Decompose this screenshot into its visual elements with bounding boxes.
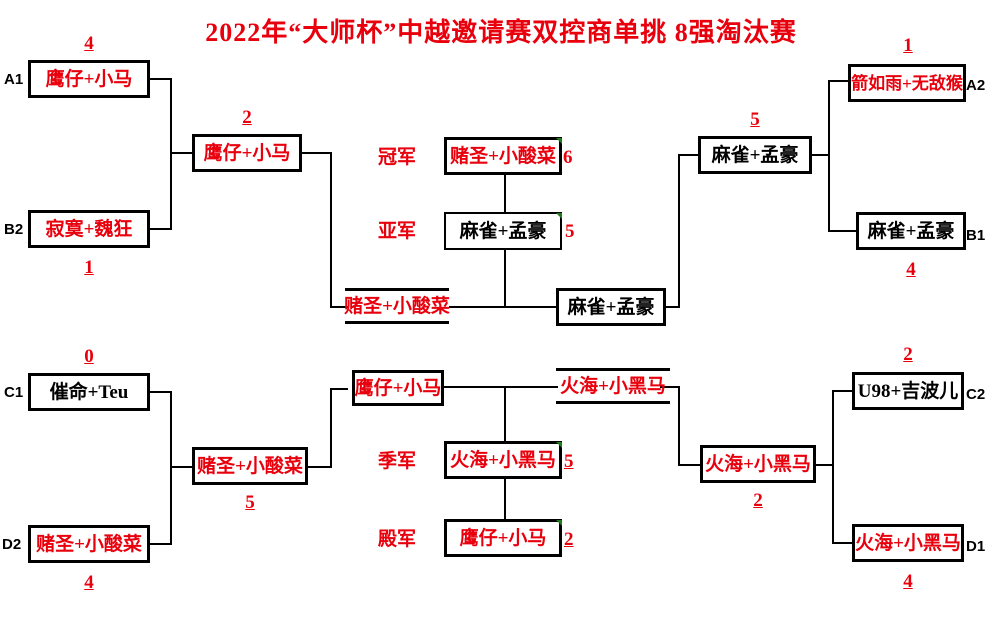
corner-marker-icon-runner-up [556,213,562,219]
connector-right-r2-top-vertical [678,154,680,306]
connector-b2-out [150,228,172,230]
connector-left-r2-top-out [302,152,332,154]
result-box-champion[interactable]: 赌圣+小酸菜 [444,137,562,175]
seed-code-c2: C2 [966,386,986,403]
team-box-left-r2-top[interactable]: 鹰仔+小马 [192,134,302,172]
score-right-r2-bottom: 2 [753,490,763,511]
score-a1: 4 [84,33,94,54]
rank-label-runner-up: 亚军 [378,221,417,242]
connector-left-r2-bottom-vertical [330,388,332,468]
connector-c1-out [150,391,172,393]
result-score-champion: 6 [563,147,573,168]
connector-cd-to-r2 [170,466,194,468]
seed-code-d2: D2 [2,536,22,553]
connector-a2-in [828,80,850,82]
connector-a2b1-to-r2 [812,154,830,156]
team-box-b2[interactable]: 寂寞+魏狂 [28,210,150,248]
score-b1: 4 [906,259,916,280]
score-d2: 4 [84,572,94,593]
connector-c2-in [832,390,854,392]
connector-right-semifinal-bottom-in [660,386,680,388]
connector-c2d1-to-r2 [816,464,834,466]
connector-a2b1-vertical [828,80,830,232]
score-d1: 4 [903,571,913,592]
seed-code-a1: A1 [4,71,24,88]
connector-cd-vertical [170,391,172,545]
score-a2: 1 [903,35,913,56]
connector-d2-out [150,543,172,545]
result-score-fourth: 2 [564,529,574,550]
rank-label-champion: 冠军 [378,147,417,168]
team-box-c2[interactable]: U98+吉波儿 [852,372,964,410]
team-box-d1[interactable]: 火海+小黑马 [852,524,964,562]
connector-left-r2-bottom-out [308,466,332,468]
connector-ab-vertical [170,78,172,230]
page-title: 2022年“大师杯”中越邀请赛双控商单挑 8强淘汰赛 [205,18,797,47]
result-box-runner-up[interactable]: 麻雀+孟豪 [444,212,562,250]
rank-label-fourth: 殿军 [378,529,417,550]
team-box-d2[interactable]: 赌圣+小酸菜 [28,525,150,563]
corner-marker-icon-champion [556,138,562,144]
result-box-fourth[interactable]: 鹰仔+小马 [444,519,562,557]
seed-code-c1: C1 [4,384,24,401]
team-box-right-semifinal-top[interactable]: 麻雀+孟豪 [556,288,666,326]
connector-semifinal-bottom-rail [444,386,558,388]
connector-a1-out [150,78,172,80]
team-box-left-r2-bottom[interactable]: 赌圣+小酸菜 [192,447,308,485]
team-box-c1[interactable]: 催命+Teu [28,373,150,411]
connector-right-r2-bottom-out [678,464,702,466]
connector-b1-in [828,230,858,232]
connector-right-r2-bottom-vertical [678,386,680,466]
team-box-right-r2-top[interactable]: 麻雀+孟豪 [698,136,812,174]
connector-semifinal-top-rail [449,306,557,308]
team-box-b1[interactable]: 麻雀+孟豪 [856,212,966,250]
team-box-right-r2-bottom[interactable]: 火海+小黑马 [700,445,816,483]
result-box-third[interactable]: 火海+小黑马 [444,441,562,479]
rank-label-third: 季军 [378,451,417,472]
score-b2: 1 [84,257,94,278]
seed-code-b1: B1 [966,227,986,244]
team-box-right-semifinal-bottom[interactable]: 火海+小黑马 [556,368,670,404]
team-box-a1[interactable]: 鹰仔+小马 [28,60,150,98]
connector-left-semifinal-top-in [330,306,348,308]
score-right-r2-top: 5 [750,109,760,130]
score-left-r2-top: 2 [242,107,252,128]
result-score-third: 5 [564,451,574,472]
connector-right-r2-top-out [678,154,700,156]
connector-c2d1-vertical [832,390,834,544]
connector-d1-in [832,542,854,544]
result-score-runner-up: 5 [565,221,575,242]
seed-code-b2: B2 [4,221,24,238]
seed-code-d1: D1 [966,538,986,555]
seed-code-a2: A2 [966,77,986,94]
connector-right-semifinal-top-in [660,306,680,308]
score-c2: 2 [903,344,913,365]
score-left-r2-bottom: 5 [245,492,255,513]
team-box-a2[interactable]: 箭如雨+无敌猴 [848,64,966,102]
connector-left-semifinal-bottom-in [330,388,348,390]
team-box-left-semifinal-top[interactable]: 赌圣+小酸菜 [344,288,450,324]
corner-marker-icon-third [556,442,562,448]
connector-ab-to-r2 [170,152,194,154]
score-c1: 0 [84,346,94,367]
team-box-left-semifinal-bottom[interactable]: 鹰仔+小马 [352,370,444,406]
corner-marker-icon-fourth [556,520,562,526]
connector-left-r2-top-vertical [330,152,332,307]
